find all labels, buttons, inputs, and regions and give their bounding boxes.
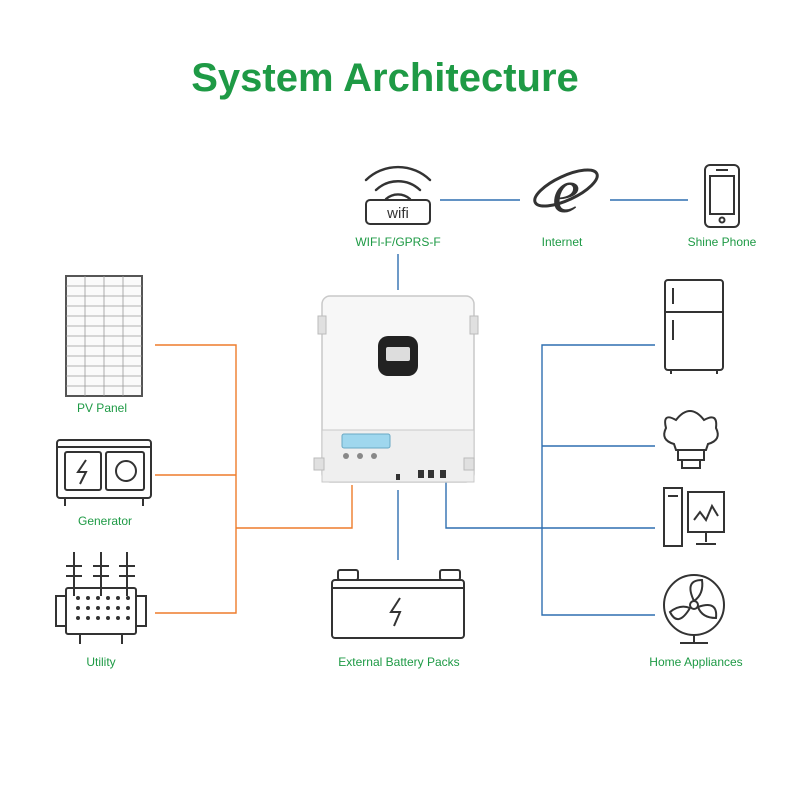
output-connectors (397, 199, 688, 616)
internet-explorer-icon: e (533, 158, 599, 226)
appliances-label: Home Appliances (649, 655, 743, 669)
inverter-icon (313, 295, 479, 483)
pv-panel-label: PV Panel (76, 401, 128, 415)
battery-label: External Battery Packs (338, 655, 460, 669)
internet-label: Internet (541, 235, 583, 249)
solar-panel-icon (65, 275, 143, 397)
svg-text:e: e (552, 158, 580, 226)
utility-grid-icon (55, 552, 147, 644)
fan-icon (663, 574, 725, 644)
battery-icon (331, 569, 465, 639)
input-connectors (155, 344, 353, 614)
page-title: System Architecture (191, 56, 579, 100)
connectors (155, 199, 688, 616)
smartphone-icon (704, 164, 740, 228)
light-bulb-icon (663, 410, 719, 469)
utility-label: Utility (86, 655, 116, 669)
pv-utility-connector (155, 344, 237, 614)
computer-icon (663, 487, 725, 547)
wifi-label: WIFI-F/GPRS-F (355, 235, 441, 249)
inverter-appliances-connector (445, 480, 542, 529)
generator-label: Generator (77, 514, 133, 528)
input-to-inverter-connector (236, 485, 353, 529)
refrigerator-icon (664, 279, 724, 374)
wifi-badge-text: wifi (386, 205, 409, 222)
appliance-bus (541, 344, 655, 616)
wifi-icon: wifi (364, 165, 432, 225)
generator-icon (56, 439, 152, 506)
phone-label: Shine Phone (687, 235, 757, 249)
